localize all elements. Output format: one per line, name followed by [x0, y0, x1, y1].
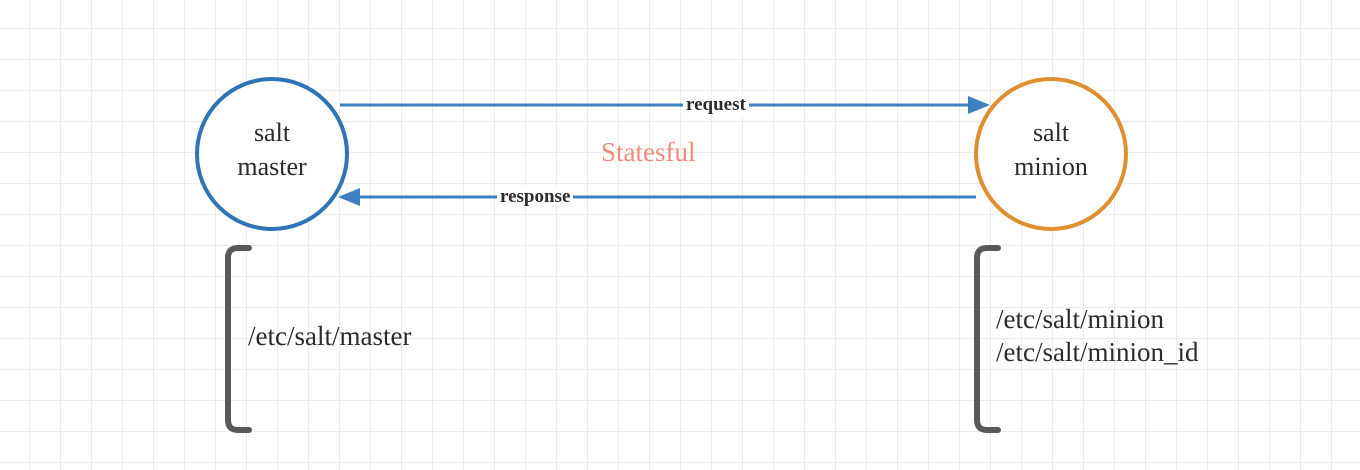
minion-config-path-1: /etc/salt/minion_id	[996, 337, 1199, 367]
response-arrowhead	[338, 188, 360, 206]
response-edge-label: response	[497, 187, 574, 207]
minion-config-bracket	[974, 245, 1001, 433]
request-arrowhead	[968, 96, 990, 114]
stateful-annotation: Statesful	[601, 137, 696, 167]
master-config-paths: /etc/salt/master	[248, 320, 411, 353]
master-config-bracket	[225, 245, 252, 433]
request-edge-label: request	[683, 95, 749, 115]
salt-minion-circle[interactable]	[974, 77, 1128, 231]
salt-master-circle[interactable]	[195, 77, 349, 231]
minion-config-paths: /etc/salt/minion /etc/salt/minion_id	[996, 303, 1198, 369]
master-config-path-0: /etc/salt/master	[248, 321, 412, 351]
minion-config-path-0: /etc/salt/minion	[996, 304, 1164, 334]
